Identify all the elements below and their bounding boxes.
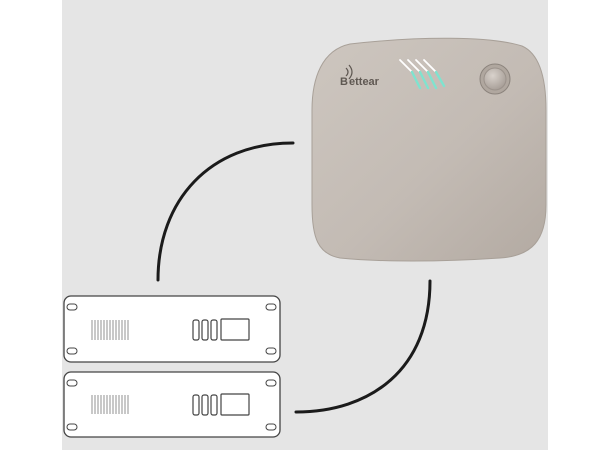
power-button-icon[interactable] [479, 63, 511, 95]
brand-logo: B ettear [340, 64, 380, 88]
mounting-hole [265, 379, 277, 387]
ventilation-grille [91, 320, 129, 340]
brand-logo-initial: B [340, 76, 348, 88]
port-slot [192, 394, 200, 416]
ventilation-grille [91, 395, 129, 414]
port-slot [201, 319, 209, 341]
indicator-light-1 [399, 59, 422, 90]
mounting-hole [66, 379, 78, 387]
mounting-hole [265, 347, 277, 355]
port-slot [210, 394, 218, 416]
mounting-hole [265, 303, 277, 311]
wifi-signal-icon [345, 64, 353, 80]
mounting-hole [66, 423, 78, 431]
mounting-hole [66, 347, 78, 355]
port-slot [201, 394, 209, 416]
indicator-light-4 [423, 59, 446, 88]
port-slot [210, 319, 218, 341]
cable-device-to-rack-top [156, 141, 295, 282]
device-body [311, 37, 547, 262]
wireless-device: B ettear [311, 37, 547, 262]
mounting-hole [66, 303, 78, 311]
mounting-hole [265, 423, 277, 431]
status-indicator-lights [399, 59, 446, 90]
rack-unit-2 [63, 371, 281, 438]
cable-device-to-rack-bottom [294, 279, 432, 414]
rack-unit-chassis [63, 295, 281, 363]
rack-unit-1 [63, 295, 281, 363]
brand-logo-text: ettear [349, 76, 380, 88]
indicator-light-2 [407, 59, 430, 90]
display-panel [220, 318, 250, 341]
port-slot [192, 319, 200, 341]
indicator-light-3 [415, 59, 438, 90]
rack-unit-chassis [63, 371, 281, 438]
display-panel [220, 393, 250, 416]
